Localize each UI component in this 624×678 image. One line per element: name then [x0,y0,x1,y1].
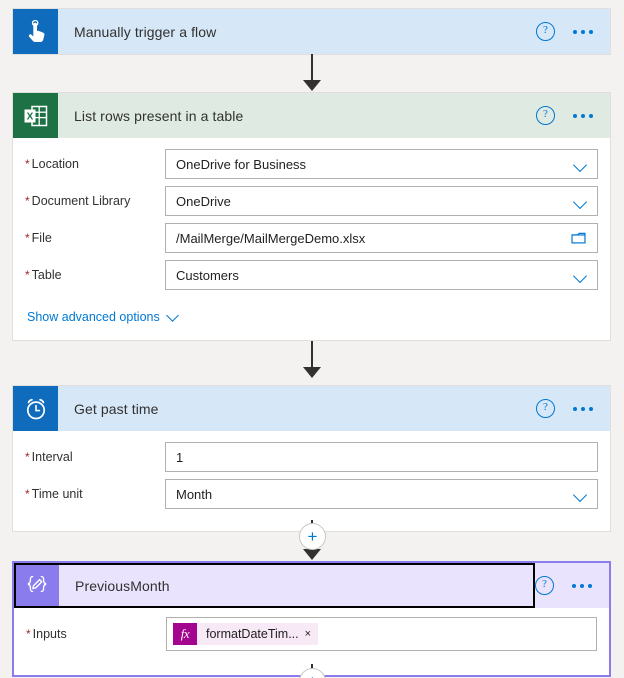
chevron-down-icon [572,157,588,173]
remove-token-icon[interactable]: × [304,628,312,640]
svg-text:X: X [26,111,33,122]
field-label-document-library: *Document Library [25,194,131,208]
chevron-down-icon [572,194,588,210]
ellipsis-icon[interactable] [573,29,593,34]
card-header-get-past-time[interactable]: Get past time ? [13,386,610,431]
table-dropdown[interactable]: Customers [165,260,598,290]
interval-input[interactable]: 1 [165,442,598,472]
field-row-time-unit: *Time unit Month [25,479,598,509]
field-row-inputs: *Inputs fx formatDateTim... × [26,617,597,651]
time-unit-dropdown[interactable]: Month [165,479,598,509]
show-advanced-options-link[interactable]: Show advanced options [27,308,179,324]
card-body-list-rows: *Location OneDrive for Business *Documen… [13,138,610,340]
field-label-inputs: *Inputs [26,627,67,641]
card-header-previous-month[interactable]: PreviousMonth ? [14,563,609,608]
card-title-focus-area[interactable]: PreviousMonth [14,563,535,608]
card-title: Manually trigger a flow [74,23,217,40]
show-advanced-options-label: Show advanced options [27,310,160,324]
required-asterisk: * [25,268,30,282]
chevron-down-icon [572,268,588,284]
card-header-list-rows[interactable]: X List rows present in a table ? [13,93,610,138]
interval-value: 1 [176,449,184,465]
alarm-clock-icon [13,386,58,431]
connector-line [311,341,313,372]
required-asterisk: * [25,157,30,171]
field-row-document-library: *Document Library OneDrive [25,186,598,216]
file-value: /MailMerge/MailMergeDemo.xlsx [176,230,366,246]
expression-token[interactable]: fx formatDateTim... × [173,623,319,645]
field-row-file: *File /MailMerge/MailMergeDemo.xlsx [25,223,598,253]
connector-arrow [303,367,321,378]
connector-arrow [303,80,321,91]
field-label-location: *Location [25,157,79,171]
connector-line [311,54,313,85]
required-asterisk: * [25,487,30,501]
field-row-location: *Location OneDrive for Business [25,149,598,179]
flow-card-previous-month[interactable]: PreviousMonth ? *Inputs fx formatDateTim… [12,561,611,677]
plus-icon: + [308,673,318,678]
chevron-down-icon [165,308,179,322]
hand-tap-icon [13,9,58,54]
required-asterisk: * [26,627,31,641]
required-asterisk: * [25,450,30,464]
chevron-down-icon [572,487,588,503]
expression-token-label: formatDateTim... [206,627,299,641]
help-circle-icon[interactable]: ? [536,22,555,41]
location-dropdown[interactable]: OneDrive for Business [165,149,598,179]
time-unit-value: Month [176,486,213,502]
field-label-time-unit: *Time unit [25,487,83,501]
folder-picker-icon[interactable] [571,232,586,244]
card-title: List rows present in a table [74,107,244,124]
compose-braces-icon [14,563,59,608]
help-circle-icon[interactable]: ? [535,576,554,595]
required-asterisk: * [25,194,30,208]
card-header-actions: ? [536,399,610,418]
excel-icon: X [13,93,58,138]
field-label-file: *File [25,231,52,245]
help-circle-icon[interactable]: ? [536,399,555,418]
card-title: Get past time [74,400,159,417]
field-label-table: *Table [25,268,62,282]
document-library-value: OneDrive [176,193,231,209]
file-input[interactable]: /MailMerge/MailMergeDemo.xlsx [165,223,598,253]
required-asterisk: * [25,231,30,245]
flow-card-get-past-time[interactable]: Get past time ? *Interval 1 *Time unit [12,385,611,532]
document-library-dropdown[interactable]: OneDrive [165,186,598,216]
card-body-previous-month: *Inputs fx formatDateTim... × [14,608,609,675]
card-body-get-past-time: *Interval 1 *Time unit Month [13,431,610,531]
field-row-table: *Table Customers [25,260,598,290]
plus-icon: + [307,527,318,546]
insert-step-button[interactable]: + [299,523,326,550]
ellipsis-icon[interactable] [572,583,592,588]
table-value: Customers [176,267,239,283]
card-header-actions: ? [535,576,609,595]
card-title: PreviousMonth [75,577,170,594]
flow-card-list-rows[interactable]: X List rows present in a table ? *Locati… [12,92,611,341]
inputs-field[interactable]: fx formatDateTim... × [166,617,597,651]
flow-card-trigger[interactable]: Manually trigger a flow ? [12,8,611,55]
card-header-trigger[interactable]: Manually trigger a flow ? [13,9,610,54]
ellipsis-icon[interactable] [573,113,593,118]
connector-arrow [303,549,321,560]
card-header-actions: ? [536,106,610,125]
help-circle-icon[interactable]: ? [536,106,555,125]
field-row-interval: *Interval 1 [25,442,598,472]
location-value: OneDrive for Business [176,156,307,172]
fx-icon: fx [173,623,197,645]
ellipsis-icon[interactable] [573,406,593,411]
card-header-actions: ? [536,22,610,41]
field-label-interval: *Interval [25,450,73,464]
